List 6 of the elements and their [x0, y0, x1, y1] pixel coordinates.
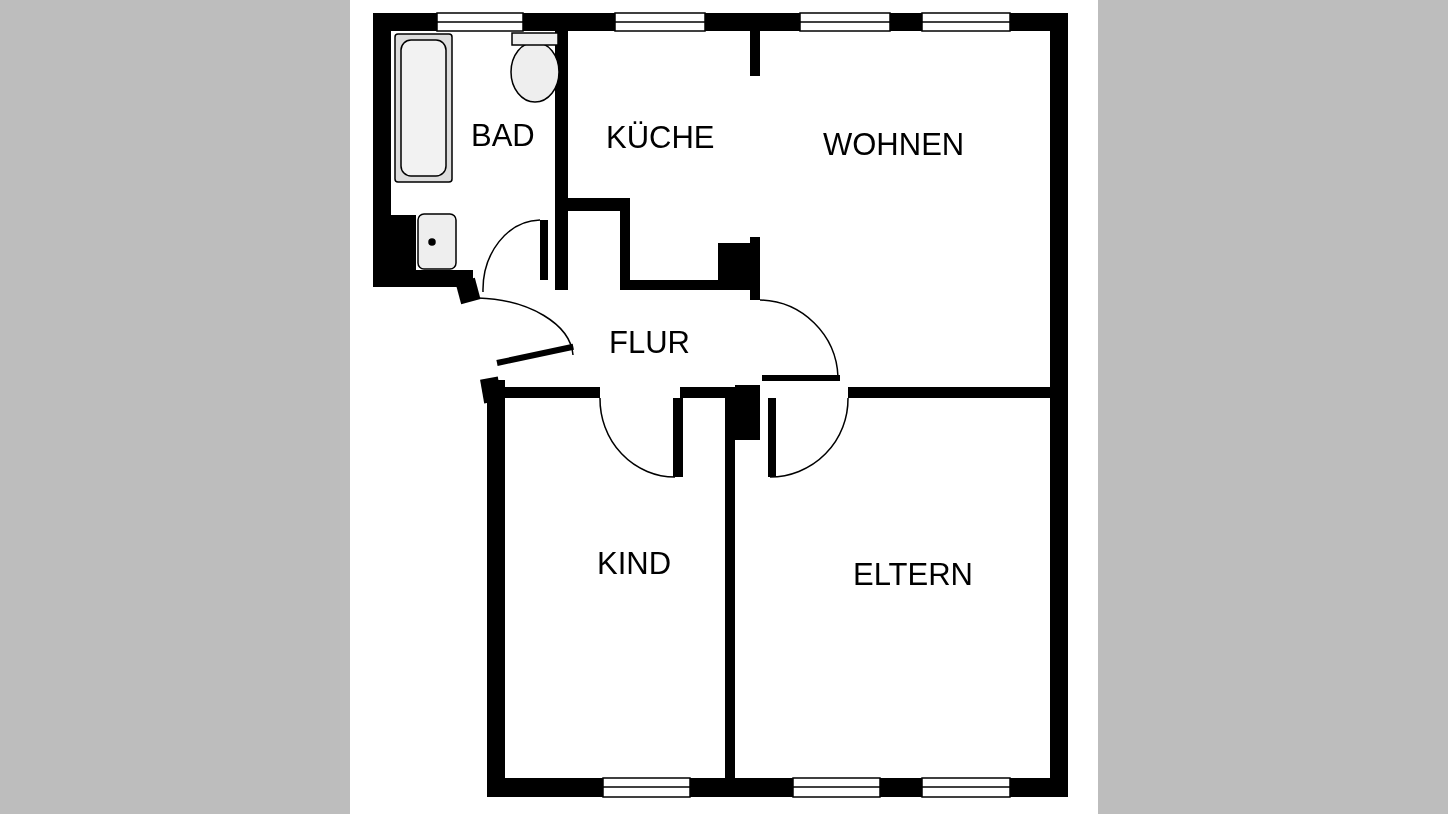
room-label: KÜCHE	[606, 120, 715, 156]
room-label: ELTERN	[853, 557, 973, 593]
room-label: WOHNEN	[823, 127, 965, 163]
room-label: FLUR	[609, 325, 690, 361]
room-label: KIND	[597, 546, 672, 582]
room-label: BAD	[471, 118, 535, 154]
